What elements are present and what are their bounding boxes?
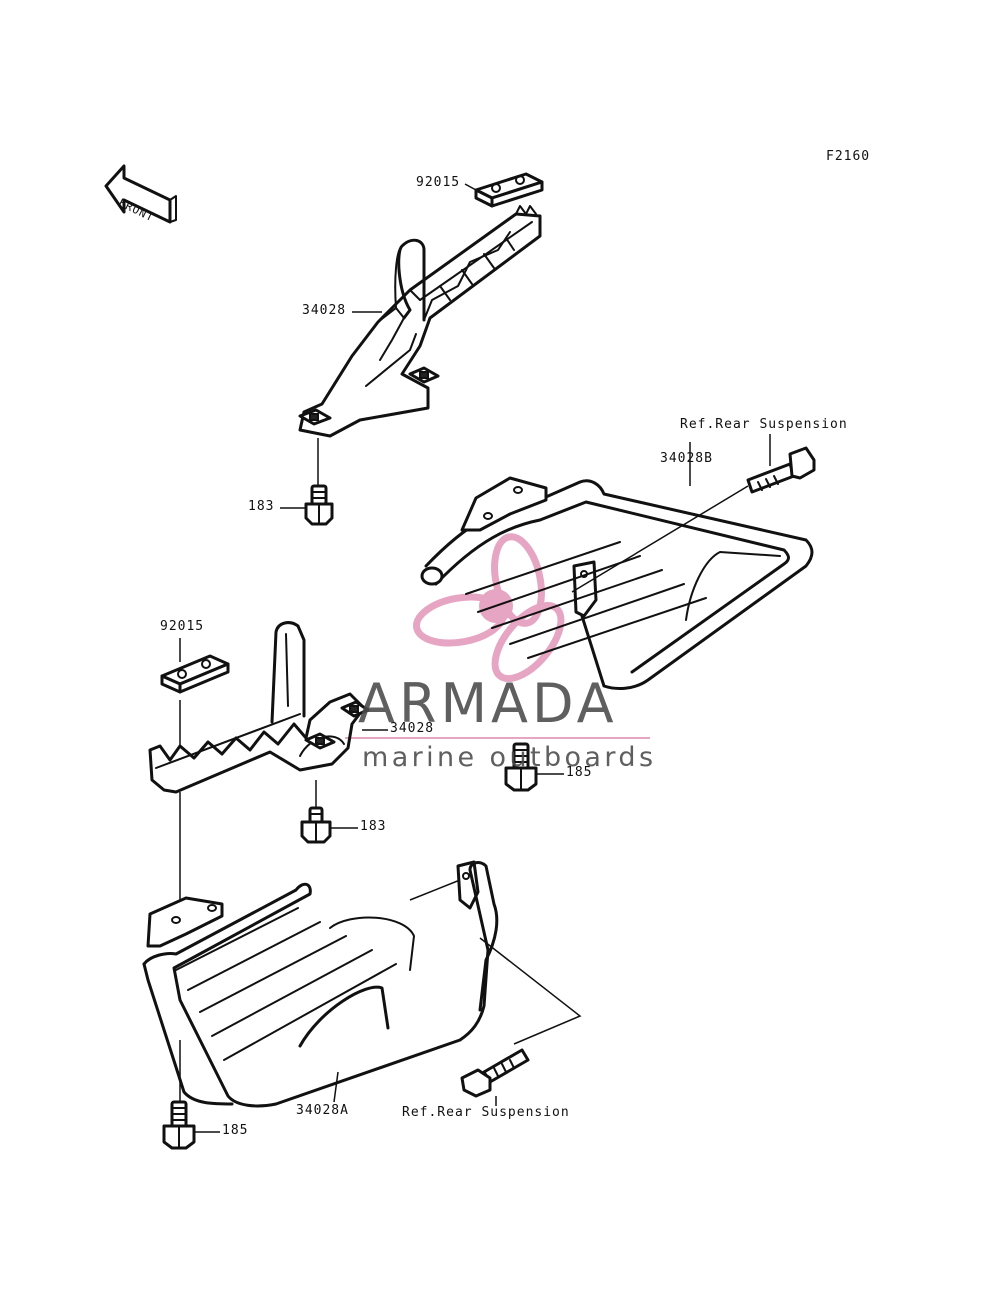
footrest-left <box>148 621 370 794</box>
leader-lines <box>179 183 771 1133</box>
bolt-left-upper <box>300 806 332 844</box>
bolt-right-lower <box>504 742 538 792</box>
label-footrest-right: 34028 <box>302 303 347 318</box>
label-pad-left: 92015 <box>160 619 205 634</box>
guard-left <box>142 860 499 1108</box>
label-bolt-right-upper: 183 <box>248 499 275 514</box>
figure-code: F2160 <box>826 149 871 164</box>
label-ref-rear-suspension-left: Ref.Rear Suspension <box>402 1105 570 1120</box>
watermark-tagline: marine outboards <box>362 742 657 773</box>
pad-right <box>474 172 544 208</box>
label-bolt-right-lower: 185 <box>566 765 593 780</box>
pad-left <box>160 654 230 694</box>
label-guard-left: 34028A <box>296 1103 349 1118</box>
label-pad-right: 92015 <box>416 175 461 190</box>
front-arrow-icon <box>104 164 177 224</box>
rear-suspension-bolt-left <box>460 1048 530 1098</box>
label-footrest-left: 34028 <box>390 721 435 736</box>
footrest-right <box>298 205 542 438</box>
armada-propeller-logo-icon <box>413 533 565 683</box>
guard-right <box>420 476 814 690</box>
rear-suspension-bolt-right <box>746 446 816 494</box>
bolt-left-lower <box>162 1100 196 1150</box>
label-bolt-left-upper: 183 <box>360 819 387 834</box>
label-guard-right: 34028B <box>660 451 713 466</box>
bolt-right-upper <box>304 484 334 526</box>
label-bolt-left-lower: 185 <box>222 1123 249 1138</box>
label-ref-rear-suspension-right: Ref.Rear Suspension <box>680 417 848 432</box>
watermark-brand: ARMADA <box>358 672 618 735</box>
